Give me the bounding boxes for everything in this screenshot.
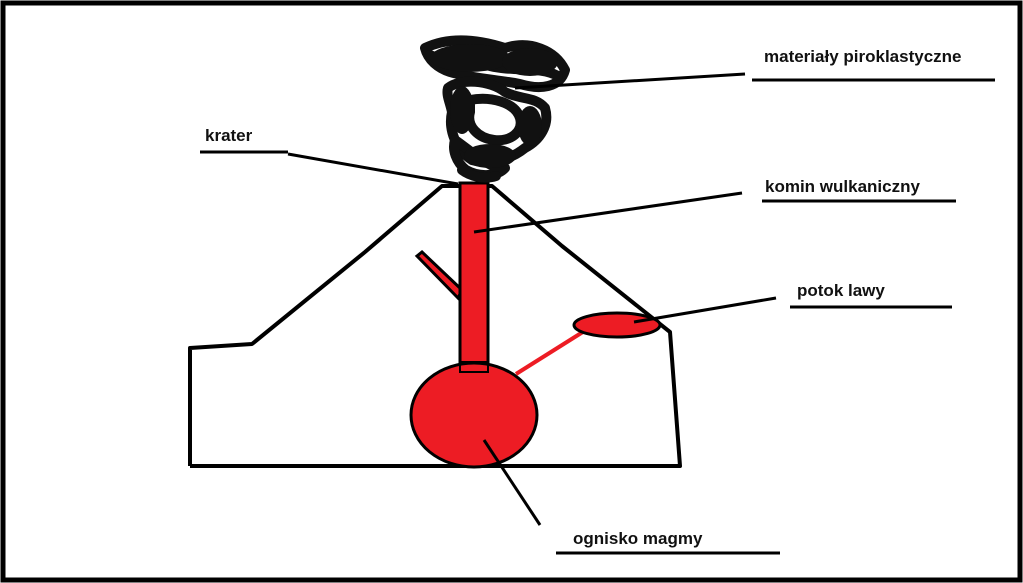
lava-channel	[514, 328, 588, 376]
side-vent	[414, 250, 464, 301]
label-magma-chamber: ognisko magmy	[573, 529, 703, 548]
volcanic-vent	[458, 181, 490, 375]
leader-magma	[482, 439, 542, 526]
leader-lava-flow	[633, 296, 777, 324]
pyroclastic-cloud-fill	[430, 44, 558, 168]
label-pyroclastic: materiały piroklastyczne	[764, 47, 962, 66]
leader-vent	[473, 191, 743, 234]
leader-pyroclastic	[514, 72, 746, 90]
label-crater: krater	[205, 126, 253, 145]
magma-chamber	[409, 361, 539, 469]
leader-crater	[287, 152, 459, 186]
lava-flow	[572, 311, 662, 339]
label-vent: komin wulkaniczny	[765, 177, 920, 196]
label-lava-flow: potok lawy	[797, 281, 885, 300]
vent-base	[459, 361, 489, 373]
